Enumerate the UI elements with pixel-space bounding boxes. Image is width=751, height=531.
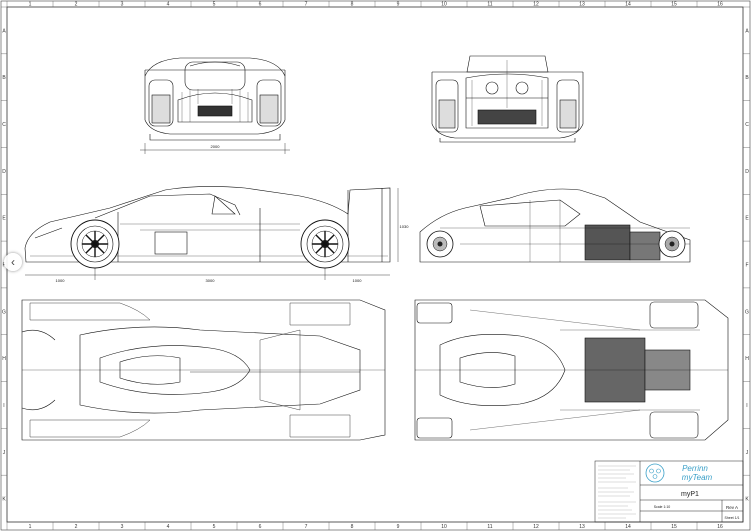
revision-label: Rev A xyxy=(726,505,738,510)
column-label: 6 xyxy=(259,524,262,530)
column-label: 16 xyxy=(717,2,723,8)
column-label: 4 xyxy=(167,524,170,530)
row-label: B xyxy=(2,75,6,81)
rear-view-drawing xyxy=(431,55,584,143)
row-label: C xyxy=(745,122,749,128)
wheelbase-dimension: 3000 xyxy=(206,278,216,283)
front-overhang-dimension: 1000 xyxy=(56,278,66,283)
row-label: K xyxy=(745,497,749,503)
logo-subtitle: myTeam xyxy=(682,473,713,482)
row-label: E xyxy=(745,216,749,222)
column-label: 2 xyxy=(75,2,78,8)
column-label: 3 xyxy=(121,2,124,8)
column-label: 13 xyxy=(579,2,585,8)
top-view-drawing xyxy=(21,299,386,441)
row-label: F xyxy=(745,263,748,269)
row-label: E xyxy=(2,216,6,222)
row-label: B xyxy=(745,75,749,81)
column-label: 3 xyxy=(121,524,124,530)
row-label: C xyxy=(2,122,6,128)
column-label: 8 xyxy=(351,524,354,530)
column-label: 7 xyxy=(305,2,308,8)
row-label: A xyxy=(745,28,749,34)
row-label: I xyxy=(3,403,4,409)
column-label: 9 xyxy=(397,2,400,8)
row-label: D xyxy=(2,169,6,175)
row-label: J xyxy=(3,450,6,456)
column-label: 1 xyxy=(29,524,32,530)
height-dimension: 1030 xyxy=(400,224,410,229)
column-label: 13 xyxy=(579,524,585,530)
column-label: 1 xyxy=(29,2,32,8)
column-label: 11 xyxy=(487,2,492,8)
column-label: 4 xyxy=(167,2,170,8)
column-label: 16 xyxy=(717,524,723,530)
rear-overhang-dimension: 1000 xyxy=(353,278,363,283)
sheet-label: Sheet 1/1 xyxy=(725,516,740,520)
column-label: 14 xyxy=(625,2,631,8)
row-label: J xyxy=(746,450,749,456)
rear-wheel xyxy=(300,219,350,269)
column-label: 12 xyxy=(533,2,539,8)
chevron-left-icon[interactable]: ‹ xyxy=(4,253,22,271)
perrinn-logo-icon xyxy=(645,463,665,483)
drawing-title: myP1 xyxy=(681,491,699,498)
column-label: 15 xyxy=(671,524,677,530)
front-width-dimension: 2000 xyxy=(211,144,221,149)
column-label: 6 xyxy=(259,2,262,8)
column-label: 7 xyxy=(305,524,308,530)
front-view-drawing xyxy=(140,57,290,154)
column-label: 10 xyxy=(441,524,447,530)
cutaway-front-wheel xyxy=(426,230,454,258)
column-label: 5 xyxy=(213,2,216,8)
column-label: 9 xyxy=(397,524,400,530)
title-block xyxy=(594,460,744,523)
front-wheel xyxy=(70,219,120,269)
side-cutaway-drawing xyxy=(419,188,691,263)
row-label: D xyxy=(745,169,749,175)
scale-label: Scale 1:10 xyxy=(654,505,671,509)
inner-border xyxy=(6,6,744,523)
column-label: 10 xyxy=(441,2,447,8)
column-label: 5 xyxy=(213,524,216,530)
column-label: 8 xyxy=(351,2,354,8)
column-label: 15 xyxy=(671,2,677,8)
row-label: H xyxy=(2,356,6,362)
row-label: K xyxy=(2,497,6,503)
top-chassis-drawing xyxy=(414,299,729,441)
row-label: A xyxy=(2,28,6,34)
row-label: G xyxy=(2,309,6,315)
column-label: 14 xyxy=(625,524,631,530)
logo-name: Perrinn xyxy=(682,464,708,473)
row-label: I xyxy=(746,403,747,409)
column-label: 2 xyxy=(75,524,78,530)
cutaway-rear-wheel xyxy=(658,230,686,258)
column-label: 11 xyxy=(487,524,492,530)
row-label: H xyxy=(745,356,749,362)
column-label: 12 xyxy=(533,524,539,530)
row-label: G xyxy=(745,309,749,315)
